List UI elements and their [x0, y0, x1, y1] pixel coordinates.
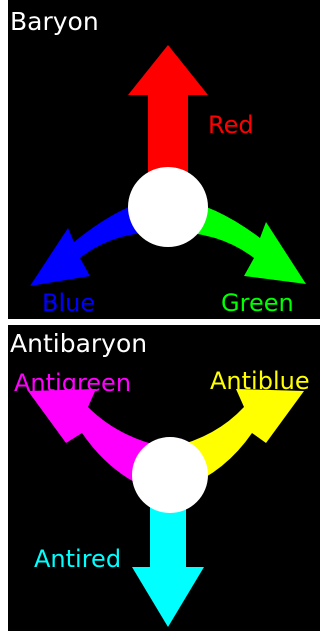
red-arrow [128, 45, 208, 175]
antigreen-label: Antigreen [14, 369, 131, 397]
antiblue-label: Antiblue [210, 367, 310, 395]
baryon-title: Baryon [10, 7, 99, 36]
baryon-panel: Baryon Red Blue Green [8, 0, 320, 319]
antibaryon-center-circle [132, 437, 208, 513]
antibaryon-title: Antibaryon [10, 329, 147, 358]
baryon-diagram: Baryon Red Blue Green [10, 7, 306, 317]
antibaryon-panel: Antibaryon Antigreen Antiblue Antired [8, 325, 320, 631]
antired-arrow [132, 485, 204, 627]
antired-label: Antired [34, 545, 121, 573]
antibaryon-diagram: Antibaryon Antigreen Antiblue Antired [10, 329, 310, 627]
antigreen-arrow [28, 389, 164, 488]
baryon-center-circle [128, 167, 208, 247]
blue-label: Blue [42, 289, 95, 317]
blue-arrow [30, 198, 160, 286]
green-label: Green [221, 289, 294, 317]
red-label: Red [208, 111, 254, 139]
